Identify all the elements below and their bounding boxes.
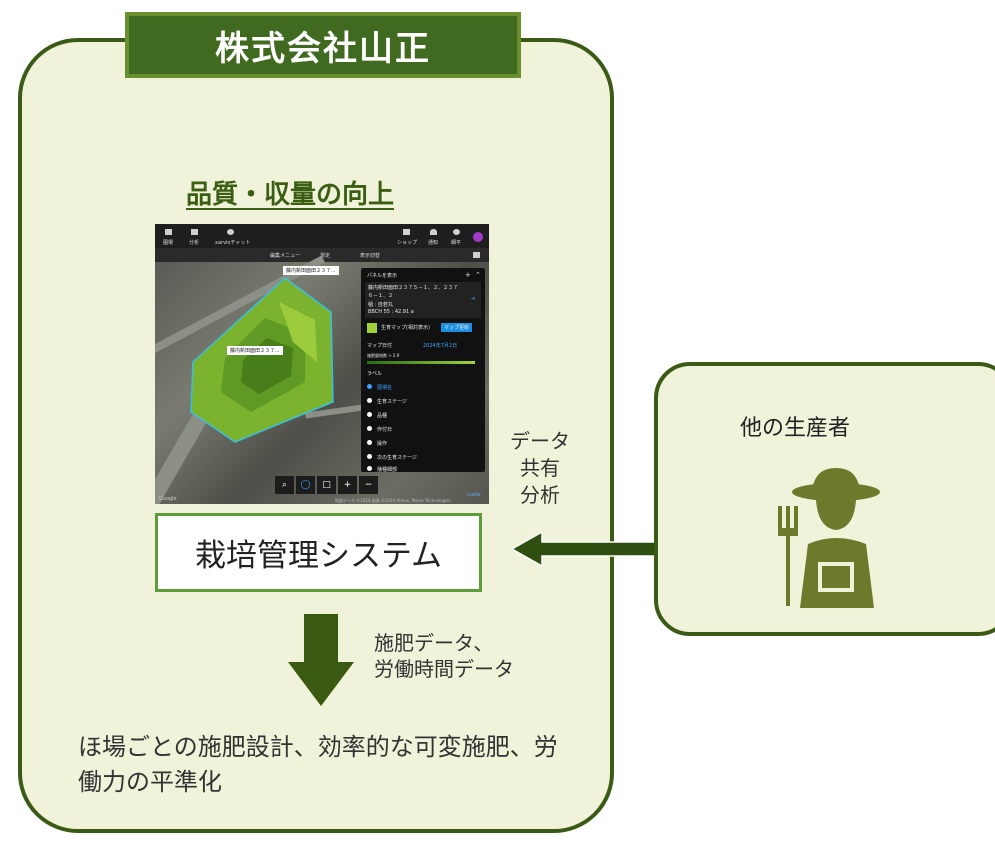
- select-circle-icon[interactable]: ◯: [296, 476, 315, 494]
- layer-item[interactable]: 次の生育ステージ: [377, 455, 417, 461]
- range-gradient: [367, 361, 475, 364]
- select-rect-icon[interactable]: □: [317, 476, 336, 494]
- map-icon: [473, 252, 480, 258]
- layer-item[interactable]: 操作: [377, 441, 388, 447]
- app-topbar: 圃場 分析 xarvioチャット ショップ 通知 細平: [155, 224, 489, 248]
- down-arrow-icon: [288, 614, 354, 706]
- layer-radio[interactable]: [367, 466, 372, 471]
- map-date[interactable]: 2024年7月2日: [423, 343, 458, 349]
- layer-radio[interactable]: [367, 398, 372, 403]
- panel-field-name: 藤内新田面田２３７５－１、２、２３７６－１、２: [368, 285, 459, 299]
- data-share-label: データ 共有 分析: [510, 429, 570, 507]
- add-icon[interactable]: +: [465, 271, 471, 279]
- nav-shop[interactable]: ショップ: [397, 240, 418, 246]
- edit-menu-button[interactable]: 編集メニュー: [270, 253, 301, 259]
- layer-radio[interactable]: [367, 384, 372, 389]
- nav-fields[interactable]: 圃場: [163, 240, 174, 246]
- grid-icon: [165, 229, 172, 235]
- map-type: 生育マップ(相対表示): [381, 325, 430, 331]
- range-label: 施肥量指数 > 2.9: [367, 353, 400, 358]
- map-update-button[interactable]: マップ更新: [441, 323, 473, 332]
- field-name-tag[interactable]: 藤内新田面田２３７...: [227, 346, 283, 355]
- conclusion-text: ほ場ごとの施肥設計、効率的な可変施肥、労働力の平準化: [78, 733, 558, 796]
- field-info-panel: パネルを表示 + ⌃ 藤内新田面田２３７５－１、２、２３７６－１、２ 稲 : 自…: [361, 268, 485, 473]
- bell-icon: [430, 229, 437, 235]
- map-attribution: 地図データ ©2024 画像 ©2024 Airbus, Maxar Techn…: [335, 498, 451, 503]
- zoom-in-icon[interactable]: +: [338, 476, 357, 494]
- double-arrow-icon: [512, 530, 712, 568]
- layer-item[interactable]: 品種: [377, 413, 388, 419]
- panel-header: パネルを表示: [367, 273, 398, 279]
- system-box: 栽培管理システム: [155, 513, 482, 592]
- other-producers-title: 他の生産者: [740, 416, 851, 441]
- panel-crop: 稲 : 自若丸: [368, 302, 393, 308]
- layer-item[interactable]: 生育ステージ: [377, 399, 407, 405]
- user-icon: [453, 229, 460, 235]
- layers-label: ラベル: [367, 371, 383, 377]
- display-toggle-button[interactable]: 表示切替: [360, 253, 381, 259]
- nav-analysis[interactable]: 分析: [189, 240, 200, 246]
- chart-icon: [191, 229, 198, 235]
- cart-icon: [403, 229, 410, 235]
- arrow-right-icon[interactable]: ➔: [471, 296, 476, 302]
- app-toolbar: 編集メニュー 測定 表示切替: [155, 248, 489, 262]
- layer-radio[interactable]: [367, 454, 372, 459]
- zoom-out-icon[interactable]: −: [359, 476, 378, 494]
- map-date-label: マップ日付: [367, 343, 393, 349]
- field-card[interactable]: 藤内新田面田２３７５－１、２、２３７６－１、２ 稲 : 自若丸 BBCH 55 …: [365, 282, 481, 318]
- layer-item[interactable]: 圃場名: [377, 385, 393, 391]
- layer-radio[interactable]: [367, 440, 372, 445]
- chat-icon: [227, 229, 234, 235]
- avatar[interactable]: [473, 232, 483, 242]
- nav-user[interactable]: 細平: [451, 240, 462, 246]
- field-name-tag-top[interactable]: 藤内新田面田２３７...: [283, 266, 339, 275]
- nav-notify[interactable]: 通知: [428, 240, 439, 246]
- google-logo: Google: [159, 496, 177, 502]
- chevron-up-icon[interactable]: ⌃: [475, 271, 481, 279]
- panel-bbch: BBCH 55 : 42.91 a: [368, 309, 414, 315]
- layer-radio[interactable]: [367, 412, 372, 417]
- fertilizer-data-label: 施肥データ、 労働時間データ: [374, 631, 514, 681]
- leaflet-link[interactable]: Leaflet: [467, 492, 481, 497]
- layer-radio[interactable]: [367, 426, 372, 431]
- measure-button[interactable]: 測定: [320, 253, 331, 259]
- company-name: 株式会社山正: [125, 12, 521, 78]
- subtitle: 品質・収量の向上: [186, 180, 395, 210]
- nav-chat[interactable]: xarvioチャット: [215, 240, 251, 246]
- search-icon[interactable]: ⌕: [275, 476, 294, 494]
- farmer-icon: [778, 468, 880, 608]
- map-thumbnail-icon: [367, 323, 377, 333]
- app-screenshot: 圃場 分析 xarvioチャット ショップ 通知 細平 編集メニュー 測定 表示…: [155, 224, 489, 504]
- layer-item[interactable]: 播種細部: [377, 467, 398, 473]
- layer-item[interactable]: 作付日: [377, 427, 393, 433]
- field-overlay[interactable]: [155, 262, 489, 504]
